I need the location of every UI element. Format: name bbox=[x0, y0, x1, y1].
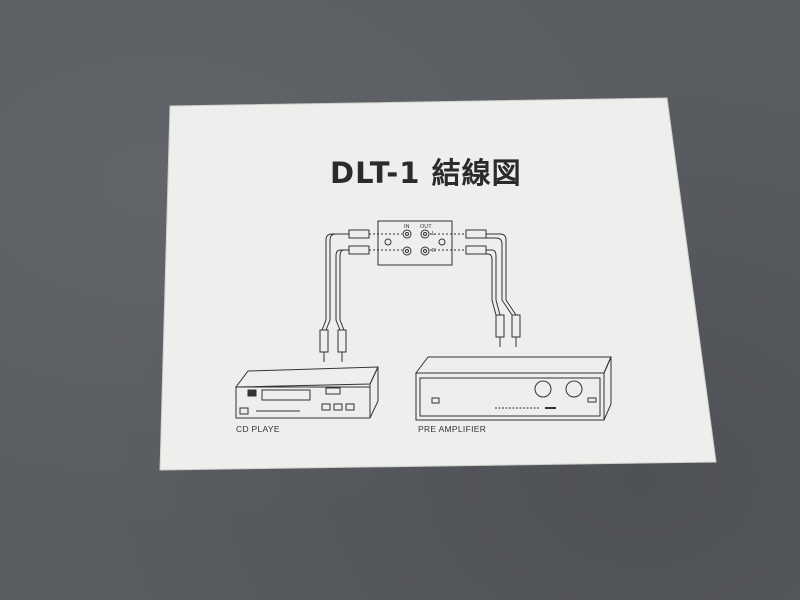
adapter-out-label: OUT bbox=[420, 224, 432, 230]
dlt1-adapter-box bbox=[377, 220, 453, 266]
left-cables bbox=[319, 229, 402, 362]
adapter-right-channel-label: R bbox=[432, 248, 436, 254]
cd-player-drawing bbox=[234, 366, 379, 419]
cd-player-label: CD PLAYE bbox=[236, 424, 280, 434]
pre-amplifier-label: PRE AMPLIFIER bbox=[418, 424, 487, 434]
adapter-left-channel-label: L bbox=[432, 231, 436, 237]
right-cables bbox=[430, 229, 521, 347]
adapter-in-label: IN bbox=[404, 224, 410, 230]
diagram-title: DLT-1 結線図 bbox=[330, 156, 522, 190]
paper-sheet bbox=[159, 97, 717, 471]
pre-amplifier-drawing bbox=[415, 356, 612, 421]
